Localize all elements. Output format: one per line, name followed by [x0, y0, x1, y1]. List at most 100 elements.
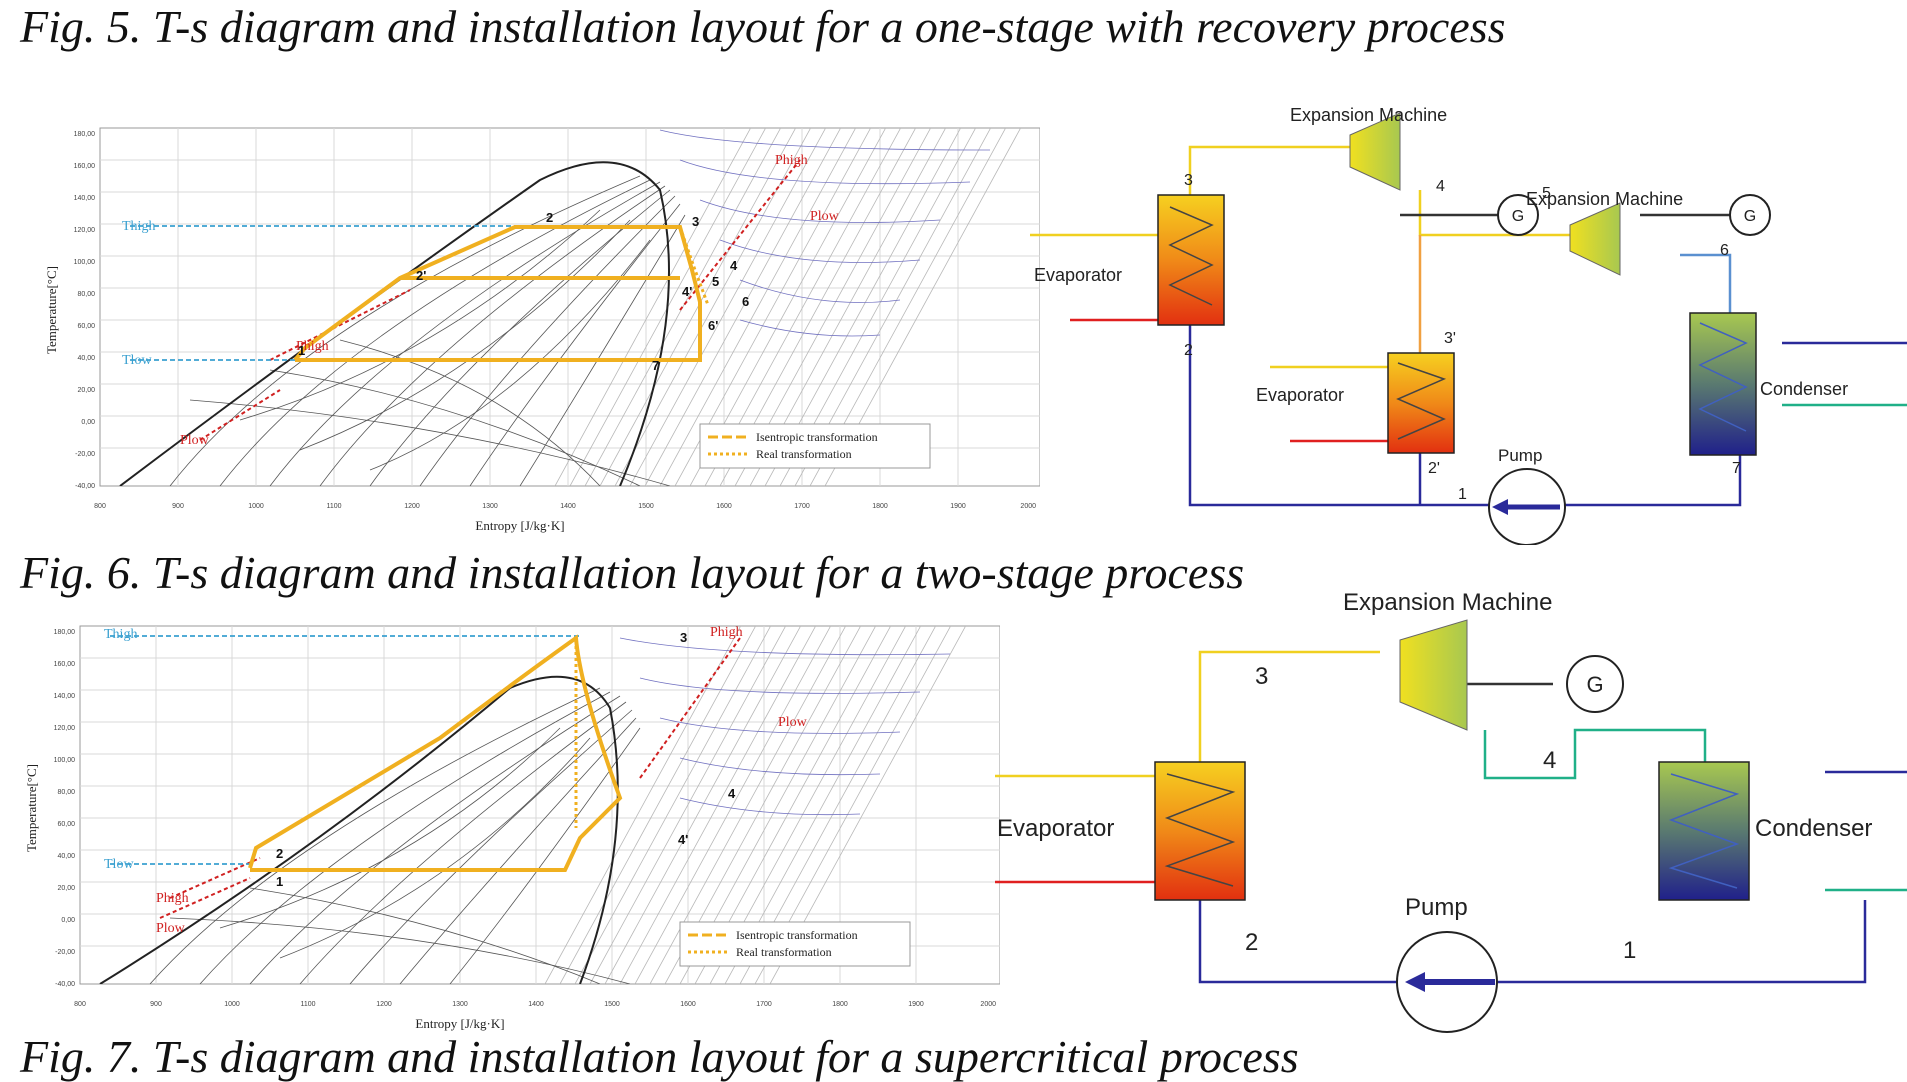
svg-text:1700: 1700 [794, 503, 810, 510]
legend-isentropic: Isentropic transformation [756, 430, 878, 444]
svg-text:2': 2' [416, 268, 426, 283]
svg-text:6: 6 [742, 294, 749, 309]
svg-text:1700: 1700 [756, 1001, 772, 1008]
evaporator-label: Evaporator [997, 815, 1114, 842]
svg-text:7: 7 [652, 358, 659, 373]
t-high-label: Thigh [122, 219, 155, 234]
p-low-label: Plow [156, 921, 186, 936]
svg-text:60,00: 60,00 [77, 323, 95, 330]
svg-text:4': 4' [678, 832, 688, 847]
svg-text:1900: 1900 [908, 1001, 924, 1008]
y-axis-label: Temperature[°C] [44, 266, 59, 354]
svg-text:0,00: 0,00 [81, 419, 95, 426]
svg-text:120,00: 120,00 [74, 227, 96, 234]
installation-layout-bottom: Evaporator Expansion Machine G Condenser… [995, 589, 1907, 1033]
svg-text:1300: 1300 [482, 503, 498, 510]
svg-text:20,00: 20,00 [57, 885, 75, 892]
generator-1 [1497, 194, 1539, 236]
condenser [1689, 312, 1757, 456]
expansion-machine-2-label: Expansion Machine [1526, 189, 1683, 209]
svg-text:5: 5 [712, 274, 719, 289]
legend: Isentropic transformation Real transform… [699, 423, 931, 469]
svg-text:1500: 1500 [604, 1001, 620, 1008]
evaporator-2-label: Evaporator [1256, 385, 1344, 405]
t-high-label: Thigh [104, 627, 137, 642]
saturation-dome [119, 161, 670, 486]
isentropic-curves [659, 129, 991, 337]
svg-text:3: 3 [692, 214, 699, 229]
p-high-dashed [169, 857, 261, 899]
svg-text:1400: 1400 [528, 1001, 544, 1008]
svg-text:4: 4 [1543, 747, 1556, 774]
svg-text:2: 2 [276, 846, 283, 861]
cycle-points: 1 2 2' 3 4 4' 5 6 6' 7 [298, 210, 749, 373]
svg-text:1600: 1600 [716, 503, 732, 510]
x-ticks: 800 900 1000 1100 1200 1300 1400 1500 16… [74, 1001, 996, 1008]
ts-diagram-top: -40,00 -20,00 0,00 20,00 40,00 60,00 80,… [44, 127, 1040, 533]
t-low-label: Tlow [122, 353, 152, 368]
x-axis-label: Entropy [J/kg·K] [475, 518, 564, 533]
svg-text:900: 900 [150, 1001, 162, 1008]
svg-text:1100: 1100 [326, 503, 341, 510]
svg-text:180,00: 180,00 [54, 629, 76, 636]
svg-text:1300: 1300 [452, 1001, 468, 1008]
svg-text:100,00: 100,00 [54, 757, 76, 764]
svg-text:180,00: 180,00 [74, 131, 96, 138]
x-axis-label: Entropy [J/kg·K] [415, 1016, 504, 1031]
generator-symbol: G [1586, 672, 1603, 697]
condenser-label: Condenser [1755, 815, 1872, 842]
legend-real: Real transformation [736, 945, 832, 959]
svg-text:4: 4 [1436, 178, 1445, 195]
condenser-label: Condenser [1760, 379, 1848, 399]
svg-text:1: 1 [298, 343, 305, 358]
svg-text:60,00: 60,00 [57, 821, 75, 828]
svg-text:3: 3 [1184, 172, 1193, 189]
expansion-machine [1399, 619, 1468, 731]
pump-label: Pump [1498, 446, 1542, 465]
isobar-hatch [554, 128, 1022, 486]
x-ticks: 800 900 1000 1100 1200 1300 1400 1500 16… [94, 503, 1036, 510]
cycle-points: 1 2 3 4 4' [276, 630, 736, 889]
svg-text:80,00: 80,00 [77, 291, 95, 298]
pump-label: Pump [1405, 894, 1468, 921]
p-low-right-label: Plow [810, 209, 840, 224]
svg-text:1000: 1000 [248, 503, 264, 510]
figure-6-caption: Fig. 6. T-s diagram and installation lay… [20, 547, 1245, 598]
svg-text:160,00: 160,00 [54, 661, 76, 668]
evaporator-1-label: Evaporator [1034, 265, 1122, 285]
svg-text:2000: 2000 [980, 1001, 996, 1008]
svg-text:80,00: 80,00 [57, 789, 75, 796]
evaporator-2 [1387, 352, 1455, 454]
svg-text:800: 800 [94, 503, 106, 510]
generator-1-symbol: G [1512, 208, 1524, 225]
generator [1566, 655, 1624, 713]
svg-text:40,00: 40,00 [77, 355, 95, 362]
svg-text:1800: 1800 [872, 503, 888, 510]
svg-text:1400: 1400 [560, 503, 576, 510]
cycle-path [293, 225, 702, 362]
svg-text:100,00: 100,00 [74, 259, 96, 266]
p-high-dashed [269, 289, 411, 361]
svg-text:800: 800 [74, 1001, 86, 1008]
svg-text:2: 2 [1245, 929, 1258, 956]
saturation-dome [99, 675, 619, 984]
isentropic-curves [619, 637, 951, 816]
evaporator [1154, 761, 1246, 901]
svg-text:1200: 1200 [376, 1001, 392, 1008]
svg-text:-20,00: -20,00 [55, 949, 75, 956]
cycle-path [248, 634, 623, 872]
expansion-machine-label: Expansion Machine [1343, 589, 1552, 616]
generator-2 [1729, 194, 1771, 236]
svg-text:1: 1 [1458, 486, 1467, 503]
svg-text:3: 3 [1255, 663, 1268, 690]
p-high-right-label: Phigh [775, 153, 808, 168]
svg-text:1500: 1500 [638, 503, 654, 510]
svg-text:4: 4 [728, 786, 736, 801]
svg-text:160,00: 160,00 [74, 163, 96, 170]
expansion-machine-1-label: Expansion Machine [1290, 105, 1447, 125]
evaporator-1 [1157, 194, 1225, 326]
node-labels: 3 4 5 6 2 3' 2' 1 7 [1184, 172, 1741, 503]
svg-text:6': 6' [708, 318, 718, 333]
svg-text:1100: 1100 [300, 1001, 315, 1008]
svg-text:3: 3 [680, 630, 687, 645]
